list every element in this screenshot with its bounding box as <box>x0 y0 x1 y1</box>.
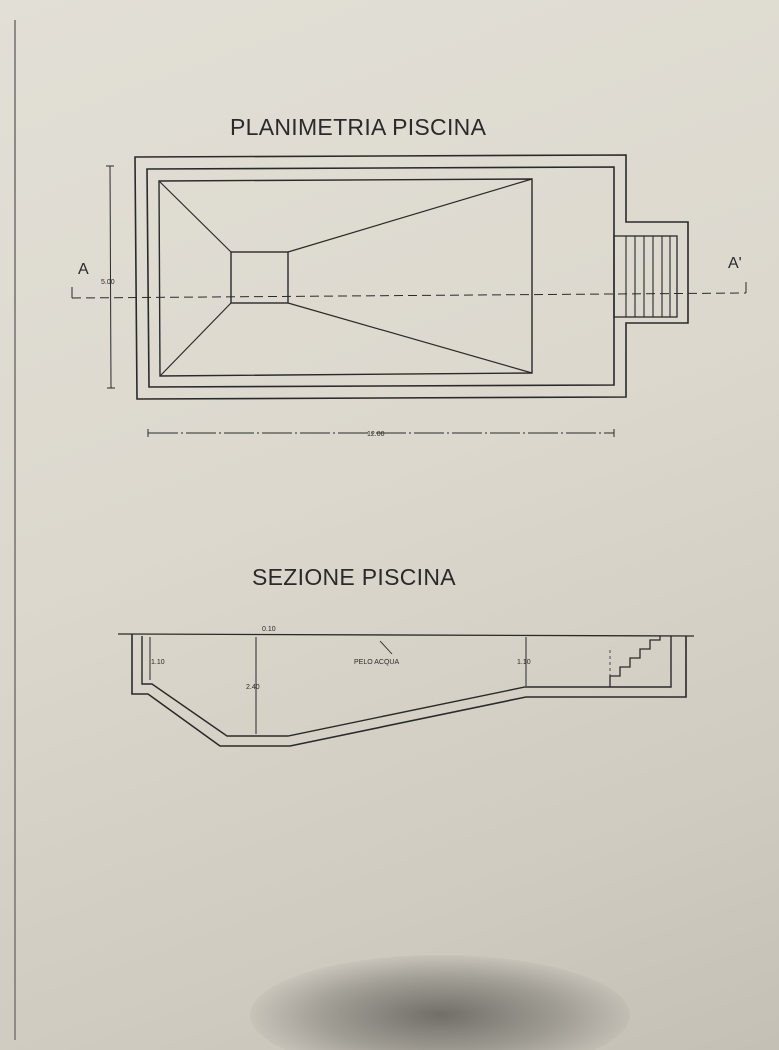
plan-section-line <box>71 292 747 299</box>
plan-length-label: 12.00 <box>367 431 385 438</box>
section-deck-dimension: 0.10 <box>262 626 276 633</box>
plan-floor-outline <box>158 178 533 377</box>
plan-sump <box>230 251 289 304</box>
section-step-depth-label: 1.10 <box>151 659 165 666</box>
plan-slope-lines <box>158 178 533 377</box>
section-outer-shell <box>131 634 687 747</box>
plan-width-dimension-line <box>109 165 112 389</box>
section-stairs <box>609 636 661 687</box>
plan-stair-treads <box>625 236 671 317</box>
plan-stair-block <box>613 235 678 318</box>
plan-title: PLANIMETRIA PISCINA <box>230 114 487 140</box>
paper-edge <box>14 20 16 1040</box>
plan-width-label: 5.00 <box>101 279 115 286</box>
section-far-depth-label: 1.10 <box>517 659 531 666</box>
pool-plan <box>71 154 747 437</box>
section-title: SEZIONE PISCINA <box>252 564 456 590</box>
photo-shadow <box>250 955 630 1050</box>
pool-section <box>117 633 695 747</box>
plan-pool-wall <box>146 166 615 388</box>
section-mark-right: A' <box>728 255 742 272</box>
section-mark-left: A <box>78 261 89 278</box>
section-top-line <box>117 633 695 637</box>
water-level-label: PELO ACQUA <box>354 659 399 666</box>
plan-outer-outline <box>134 154 689 400</box>
section-max-depth-label: 2.40 <box>246 684 260 691</box>
section-inner-wall <box>141 636 672 737</box>
water-level-leader <box>379 640 393 655</box>
